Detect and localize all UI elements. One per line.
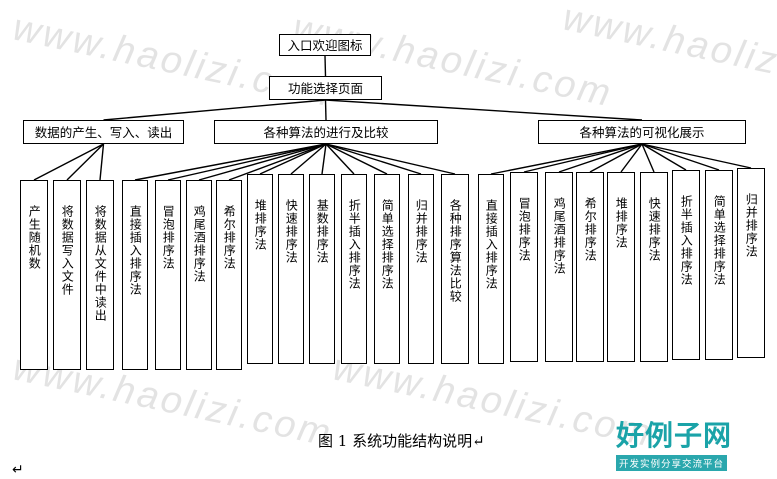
leaf-node: 鸡尾酒排序法 (545, 172, 573, 362)
connector-category-leaf (641, 143, 687, 171)
leaf-node: 直接插入排序法 (122, 180, 148, 370)
connector-category-leaf (325, 143, 456, 175)
leaf-node: 堆排序法 (247, 174, 273, 364)
leaf-node: 直接插入排序法 (478, 174, 504, 364)
connector-category-leaf (641, 143, 720, 171)
connector-menu-category (325, 99, 643, 121)
connector-category-leaf (490, 143, 643, 175)
leaf-node: 快速排序法 (278, 174, 304, 364)
category-node-data-io: 数据的产生、写入、读出 (23, 120, 184, 144)
connector-category-leaf (134, 143, 327, 181)
connector-category-leaf (99, 143, 105, 181)
leaf-node: 将数据写入文件 (53, 180, 81, 370)
connector-category-leaf (228, 143, 327, 181)
connector-category-leaf (167, 143, 327, 181)
figure-caption: 图 1 系统功能结构说明↵ (318, 432, 485, 450)
connector-category-leaf (558, 143, 643, 173)
connector-category-leaf (641, 143, 655, 173)
leaf-node: 归并排序法 (408, 174, 434, 364)
leaf-node: 希尔排序法 (216, 180, 242, 370)
connector-category-leaf (33, 143, 104, 181)
category-node-sorting: 各种算法的进行及比较 (214, 120, 438, 144)
leaf-node: 将数据从文件中读出 (86, 180, 114, 370)
connector-category-leaf (641, 143, 752, 169)
leaf-node: 快速排序法 (640, 172, 668, 362)
site-logo: 好例子网 开发实例分享交流平台 (616, 419, 772, 471)
leaf-node: 产生随机数 (20, 180, 48, 370)
connector-category-leaf (523, 143, 643, 173)
leaf-node: 冒泡排序法 (510, 172, 538, 362)
connector-category-leaf (290, 143, 327, 175)
connector-category-leaf (321, 143, 327, 175)
paragraph-mark: ↵ (12, 462, 24, 478)
menu-node: 功能选择页面 (269, 76, 382, 100)
connector-category-leaf (325, 143, 355, 175)
connector-category-leaf (620, 143, 643, 173)
connector-root-menu (324, 55, 327, 77)
connector-menu-category (324, 99, 327, 121)
leaf-node: 归并排序法 (737, 168, 765, 358)
leaf-node: 基数排序法 (309, 174, 335, 364)
leaf-node: 简单选择排序法 (705, 170, 733, 360)
connector-category-leaf (66, 143, 104, 181)
leaf-node: 鸡尾酒排序法 (186, 180, 212, 370)
leaf-node: 折半插入排序法 (341, 174, 367, 364)
leaf-node: 各种排序算法比较 (441, 174, 469, 364)
logo-tagline: 开发实例分享交流平台 (616, 455, 728, 471)
connector-category-leaf (589, 143, 643, 173)
leaf-node: 折半插入排序法 (672, 170, 700, 360)
leaf-node: 简单选择排序法 (374, 174, 400, 364)
connector-category-leaf (325, 143, 422, 175)
connector-category-leaf (259, 143, 327, 175)
connector-category-leaf (325, 143, 388, 175)
leaf-node: 冒泡排序法 (155, 180, 181, 370)
leaf-node: 希尔排序法 (576, 172, 604, 362)
connector-category-leaf (198, 143, 327, 181)
root-node: 入口欢迎图标 (279, 34, 371, 56)
leaf-node: 堆排序法 (607, 172, 635, 362)
logo-text: 好例子网 (616, 419, 733, 452)
connector-menu-category (103, 99, 326, 121)
category-node-visualization: 各种算法的可视化展示 (538, 120, 746, 144)
